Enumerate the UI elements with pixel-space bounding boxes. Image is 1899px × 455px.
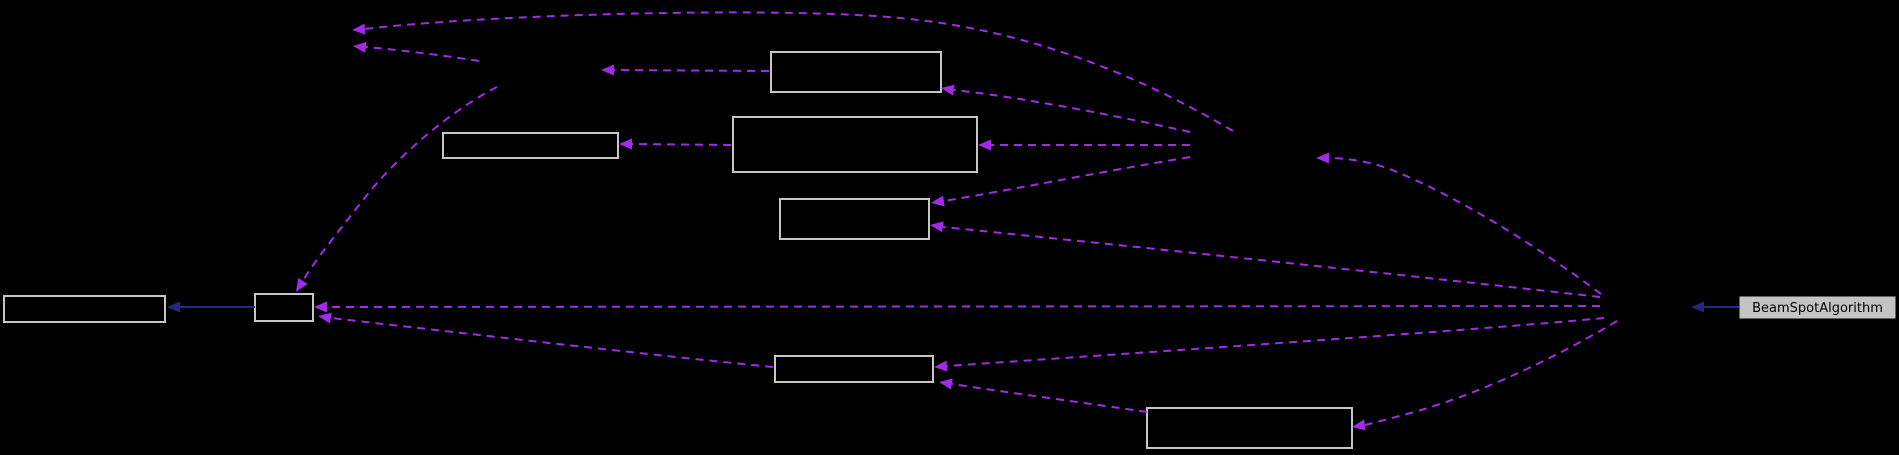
edge-topmid-to-topleft-arrowhead-icon xyxy=(353,41,367,53)
edge-hub2-to-belowcenter xyxy=(943,156,1191,202)
hidden-node-top-left[interactable] xyxy=(200,20,350,52)
edge-lowermiddle-to-smallbox-arrowhead-icon xyxy=(318,312,332,324)
edge-hub1-to-belowcenter xyxy=(942,226,1601,298)
edge-hub2-to-topleft-arrowhead-icon xyxy=(352,23,366,35)
node-small-center[interactable] xyxy=(254,293,314,322)
edge-hub1-to-belowcenter-arrowhead-icon xyxy=(930,221,944,233)
edge-hub1-to-bottom-arrowhead-icon xyxy=(1352,419,1366,431)
hidden-node-right-mid[interactable] xyxy=(1190,130,1316,160)
edge-hub1-to-hub2 xyxy=(1328,157,1602,295)
edge-hub2-to-topbox xyxy=(953,89,1191,133)
edge-midlarge-to-midleft-arrowhead-icon xyxy=(619,138,632,150)
node-top[interactable] xyxy=(770,51,942,93)
edge-smallbox-inherits-left-arrowhead-icon xyxy=(167,301,180,313)
edge-topmid-to-smallbox-arrowhead-icon xyxy=(296,278,308,292)
edge-midlarge-to-midleft xyxy=(631,143,732,146)
edge-topbox-to-topmid xyxy=(613,69,770,72)
edge-hub2-to-belowcenter-arrowhead-icon xyxy=(931,195,945,207)
node-beamspotalgorithm-label: BeamSpotAlgorithm xyxy=(1752,301,1883,316)
edge-hub1-to-hub2-arrowhead-icon xyxy=(1316,152,1329,164)
edge-hub2-to-topbox-arrowhead-icon xyxy=(941,84,955,96)
node-beamspotalgorithm[interactable] xyxy=(1739,296,1896,319)
hidden-node-top-mid[interactable] xyxy=(479,55,601,86)
node-middle-left[interactable] xyxy=(442,132,619,159)
edge-bottom-to-lowermiddle xyxy=(951,383,1148,413)
node-middle-large[interactable] xyxy=(732,116,978,173)
edge-lowermiddle-to-smallbox xyxy=(330,317,774,368)
edge-topmid-to-topleft xyxy=(365,46,480,62)
node-lower-middle[interactable] xyxy=(774,355,934,383)
node-left[interactable] xyxy=(3,295,166,323)
edge-hub1-to-lowermiddle xyxy=(946,317,1605,367)
edge-hub1-to-smallbox xyxy=(326,305,1601,308)
edge-topbox-to-topmid-arrowhead-icon xyxy=(601,64,614,76)
hidden-node-hub[interactable] xyxy=(1600,294,1691,321)
edge-bottom-to-lowermiddle-arrowhead-icon xyxy=(939,378,953,390)
edge-topmid-to-smallbox xyxy=(302,86,498,282)
node-bottom[interactable] xyxy=(1146,407,1353,449)
edge-beamspot-inherits-hub-arrowhead-icon xyxy=(1691,301,1704,313)
edge-hub1-to-bottom xyxy=(1364,320,1618,426)
edge-hub2-to-midlarge-arrowhead-icon xyxy=(978,139,991,151)
node-below-center[interactable] xyxy=(779,198,930,240)
edge-hub1-to-lowermiddle-arrowhead-icon xyxy=(934,360,948,372)
edge-hub2-to-topleft xyxy=(364,11,1234,132)
edge-hub1-to-smallbox-arrowhead-icon xyxy=(314,301,327,313)
